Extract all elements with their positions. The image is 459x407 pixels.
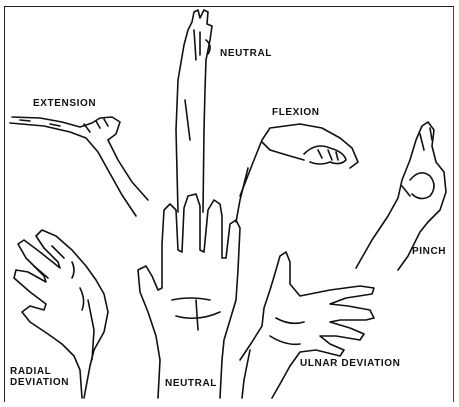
ulnar-deviation-hand-icon [240, 252, 374, 398]
label-neutral-top: NEUTRAL [220, 48, 272, 59]
label-radial-line1: RADIAL [10, 366, 69, 377]
wrist-flexion-hand-icon [236, 124, 358, 222]
label-extension: EXTENSION [33, 98, 96, 109]
raised-arm-neutral-icon [176, 10, 212, 212]
label-neutral-bottom: NEUTRAL [165, 378, 217, 389]
label-flexion: FLEXION [272, 107, 320, 118]
label-radial-deviation: RADIAL DEVIATION [10, 366, 69, 388]
label-pinch: PINCH [412, 246, 446, 257]
label-ulnar-deviation: ULNAR DEVIATION [300, 358, 400, 369]
label-radial-line2: DEVIATION [10, 377, 69, 388]
wrist-extension-hand-icon [10, 117, 148, 216]
palm-neutral-hand-icon [138, 194, 240, 398]
